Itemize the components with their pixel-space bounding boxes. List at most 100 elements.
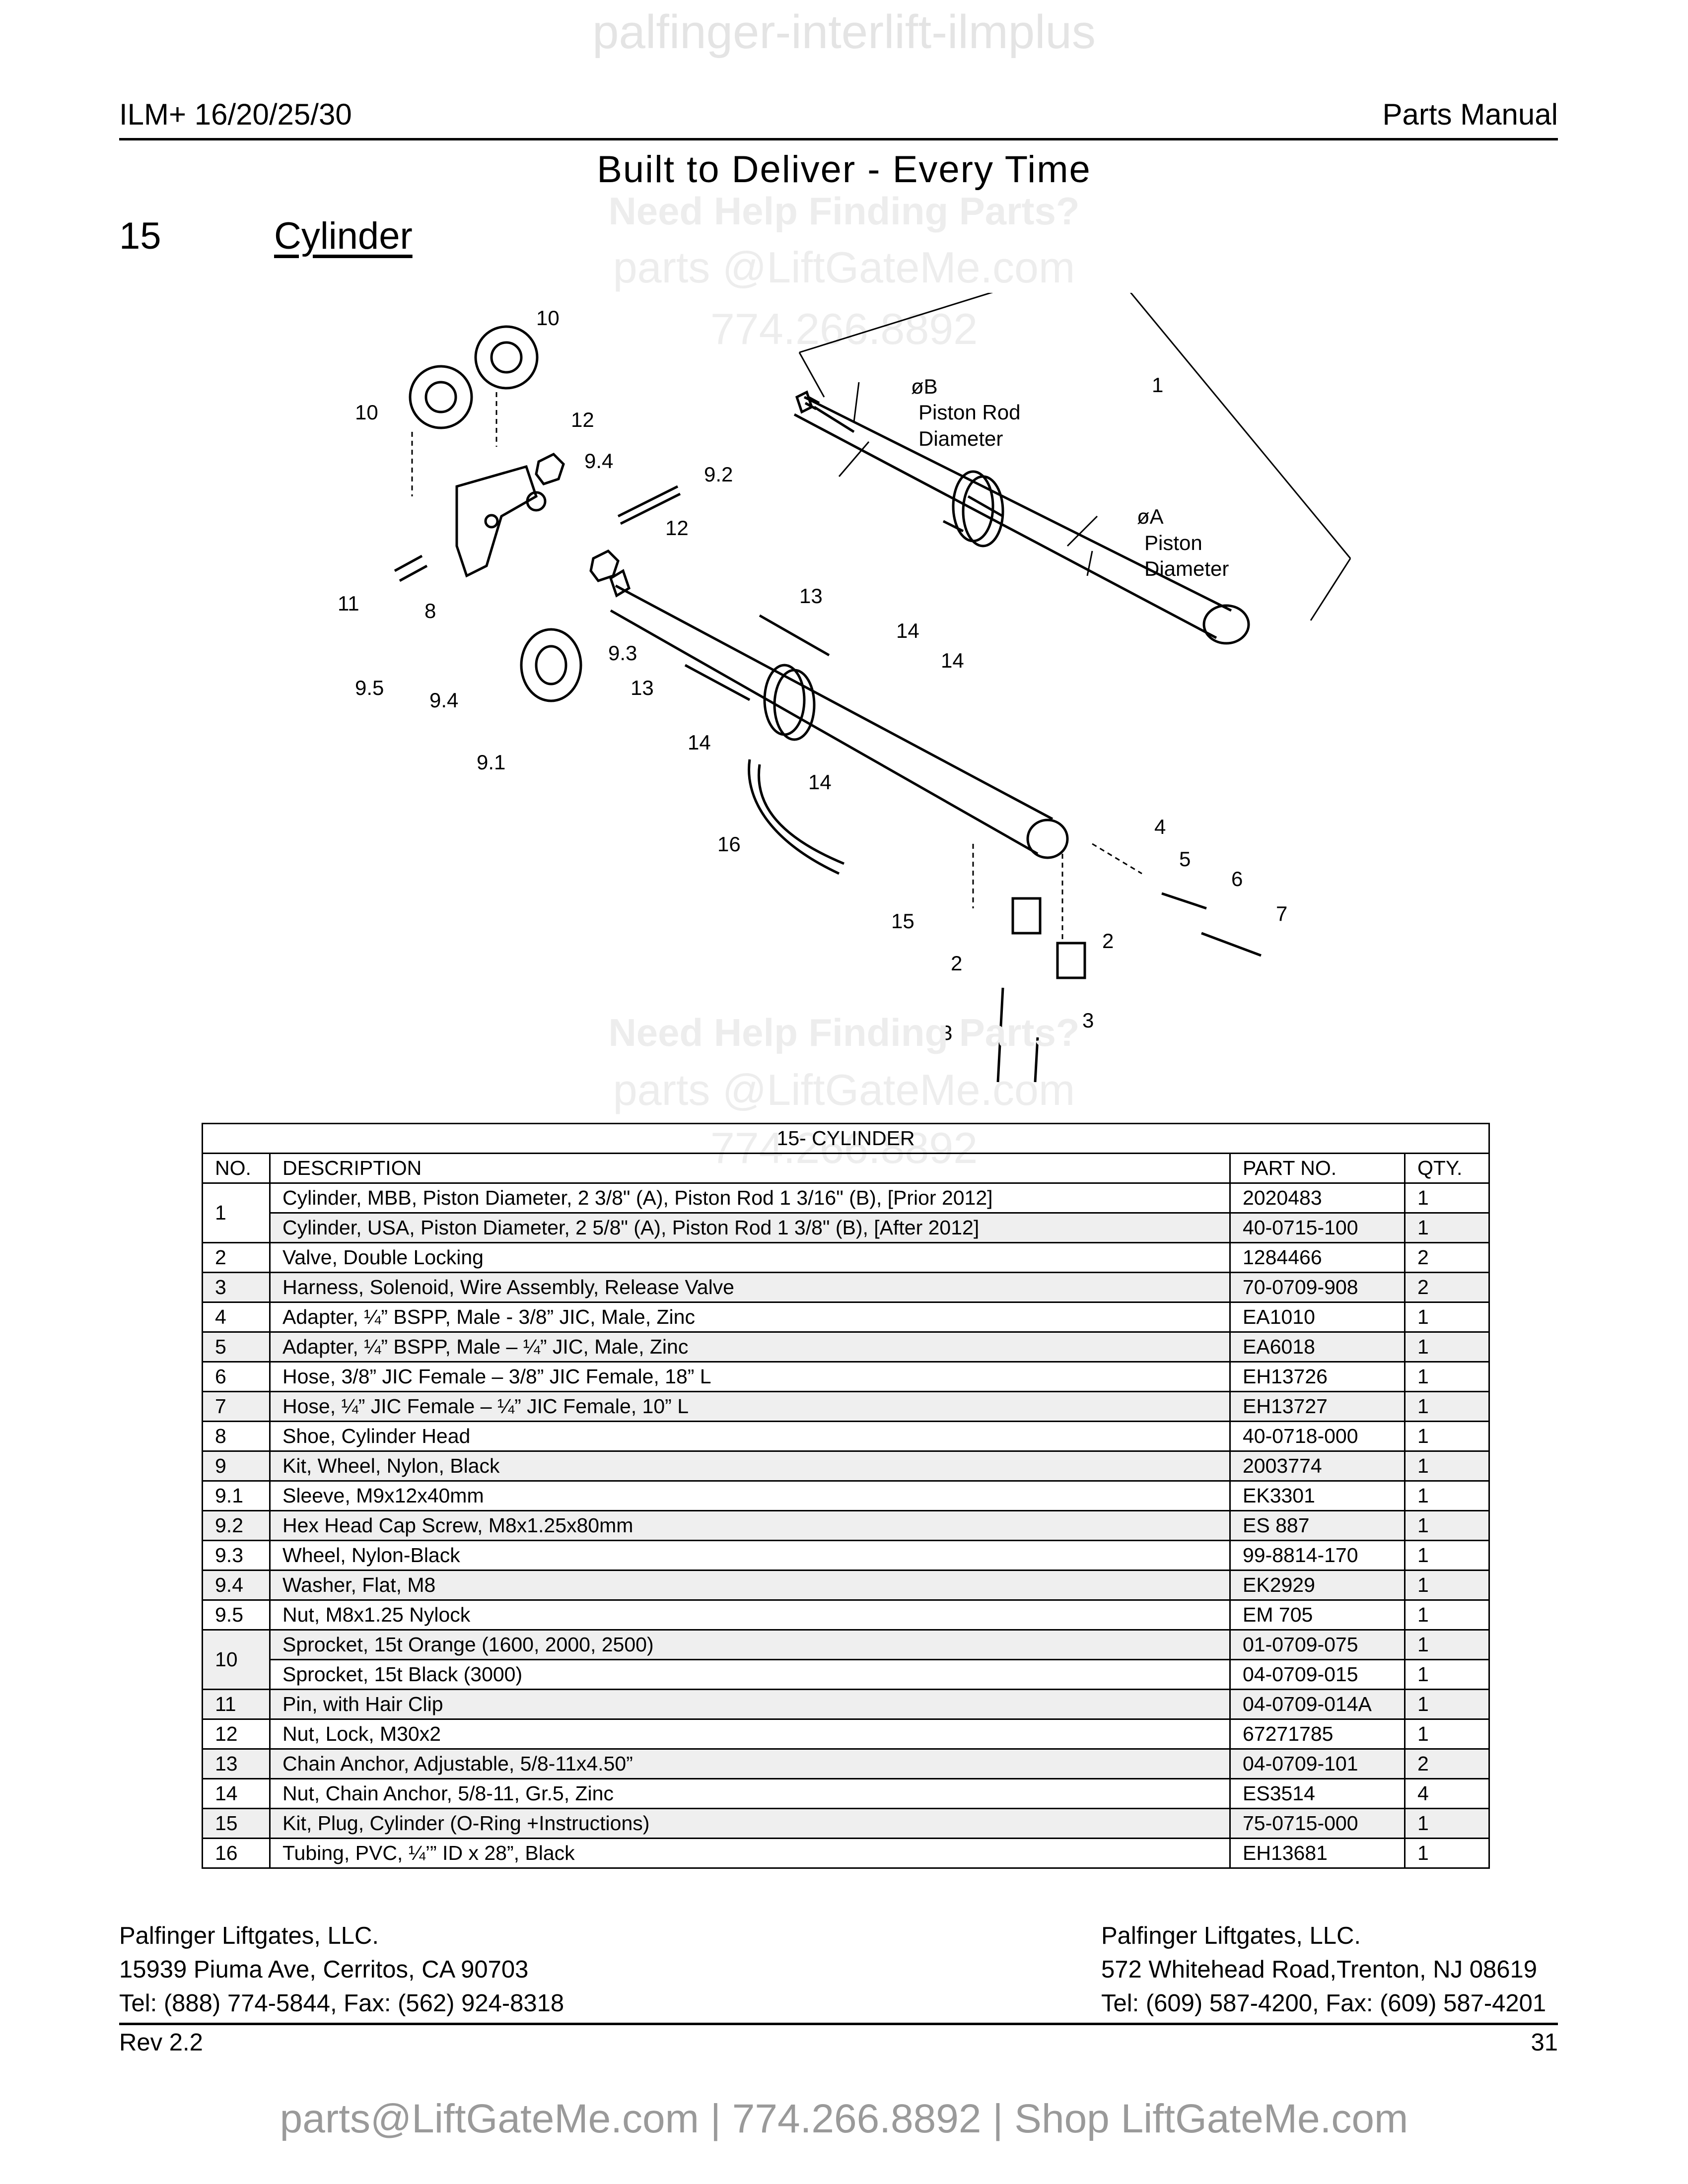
table-caption: 15- CYLINDER [201,1123,1490,1154]
row-description: Valve, Double Locking [269,1242,1231,1273]
row-no: 11 [202,1689,271,1720]
tagline: Built to Deliver - Every Time [597,148,1091,191]
anchors-13 [684,614,830,701]
row-description: Wheel, Nylon-Black [269,1540,1231,1571]
row-description: Hex Head Cap Screw, M8x1.25x80mm [269,1510,1231,1541]
header-model: ILM+ 16/20/25/30 [119,98,352,131]
row-no: 9.5 [202,1599,271,1631]
row-description: Kit, Wheel, Nylon, Black [269,1450,1231,1482]
callout: 9.2 [704,463,733,486]
bolt-9-2 [617,485,681,525]
footer-east-office: Palfinger Liftgates, LLC. 572 Whitehead … [1101,1919,1546,2020]
label-a-symbol: øA [1137,505,1164,528]
footer-west-contact: Tel: (888) 774-5844, Fax: (562) 924-8318 [119,1990,564,2017]
table-row: Sprocket, 15t Black (3000) 04-0709-015 1 [203,1659,1490,1690]
col-header-no: NO. [202,1153,271,1184]
row-qty: 4 [1404,1778,1490,1809]
row-description: Cylinder, MBB, Piston Diameter, 2 3/8" (… [269,1182,1231,1214]
valves-2 [1011,897,1086,979]
row-qty: 1 [1404,1540,1490,1571]
callout: 3 [941,1021,952,1044]
row-qty: 2 [1404,1272,1490,1303]
exploded-parts-diagram: 10 10 12 9.4 9.2 12 11 8 13 14 14 9.3 13… [338,293,1351,1083]
row-qty: 1 [1404,1808,1490,1839]
row-qty: 1 [1404,1212,1490,1243]
callout: 9.3 [608,641,637,665]
callout: 14 [941,649,964,672]
table-row: 1 Cylinder, MBB, Piston Diameter, 2 3/8"… [202,1182,1490,1243]
header-manual-title: Parts Manual [1382,98,1558,131]
row-no: 2 [202,1242,271,1273]
row-no: 15 [202,1808,271,1839]
section-title: Cylinder [274,215,413,257]
footer-east-contact: Tel: (609) 587-4200, Fax: (609) 587-4201 [1101,1990,1547,2017]
footer-divider [119,2023,1558,2025]
callout: 13 [631,676,654,699]
label-b-line1: Piston Rod [918,401,1020,424]
row-qty: 2 [1404,1748,1490,1779]
row-description: Hose, 3/8” JIC Female – 3/8” JIC Female,… [269,1361,1231,1392]
row-no: 6 [202,1361,271,1392]
row-part-no: 04-0709-014A [1229,1689,1406,1720]
callout: 9.4 [429,688,458,712]
row-part-no: 04-0709-015 [1229,1659,1406,1690]
pin-11 [394,554,428,582]
row-part-no: EK3301 [1229,1480,1406,1511]
row-description: Hose, ¼” JIC Female – ¼” JIC Female, 10”… [269,1391,1231,1422]
row-part-no: 40-0718-000 [1229,1421,1406,1452]
callout: 11 [338,592,359,615]
row-no: 4 [202,1301,271,1333]
row-qty: 1 [1404,1391,1490,1422]
row-part-no: 04-0709-101 [1229,1748,1406,1779]
row-description: Nut, Lock, M30x2 [269,1718,1231,1750]
row-description: Kit, Plug, Cylinder (O-Ring +Instruction… [269,1808,1231,1839]
sprocket-10-left [409,365,473,429]
watermark-email: parts @LiftGateMe.com [613,243,1075,292]
row-no: 9.3 [202,1540,271,1571]
row-qty: 1 [1404,1629,1490,1660]
callout: 14 [688,731,711,754]
row-description: Adapter, ¼” BSPP, Male - 3/8” JIC, Male,… [269,1301,1231,1333]
row-no: 10 [202,1629,271,1690]
callout: 15 [891,909,914,933]
footer-east-address: 572 Whitehead Road,Trenton, NJ 08619 [1101,1956,1538,1983]
row-description: Nut, Chain Anchor, 5/8-11, Gr.5, Zinc [269,1778,1231,1809]
row-qty: 1 [1404,1361,1490,1392]
row-description: Sleeve, M9x12x40mm [269,1480,1231,1511]
hoses-6-7 [1161,892,1262,957]
row-part-no: 01-0709-075 [1229,1629,1406,1660]
tubing-16 [748,759,844,875]
row-qty: 1 [1404,1510,1490,1541]
row-description: Sprocket, 15t Black (3000) [269,1659,1231,1690]
sprocket-10-right [474,325,539,390]
row-part-no: 67271785 [1229,1718,1406,1750]
callout: 2 [951,952,962,975]
header-divider [119,138,1558,140]
row-qty: 1 [1404,1838,1490,1869]
callout: 10 [355,401,378,424]
callout: 12 [665,516,689,540]
row-description: Pin, with Hair Clip [269,1689,1231,1720]
callout: 14 [896,619,919,642]
row-part-no: EM 705 [1229,1599,1406,1631]
callout: 3 [1082,1009,1094,1032]
row-qty: 1 [1404,1450,1490,1482]
callout: 6 [1231,867,1243,890]
callout: 7 [1276,902,1287,925]
row-no: 8 [202,1421,271,1452]
callout: 8 [424,599,436,622]
row-part-no: EA6018 [1229,1331,1406,1363]
row-part-no: 99-8814-170 [1229,1540,1406,1571]
callout: 1 [1152,373,1163,397]
cylinder-head-shoe [455,465,547,578]
